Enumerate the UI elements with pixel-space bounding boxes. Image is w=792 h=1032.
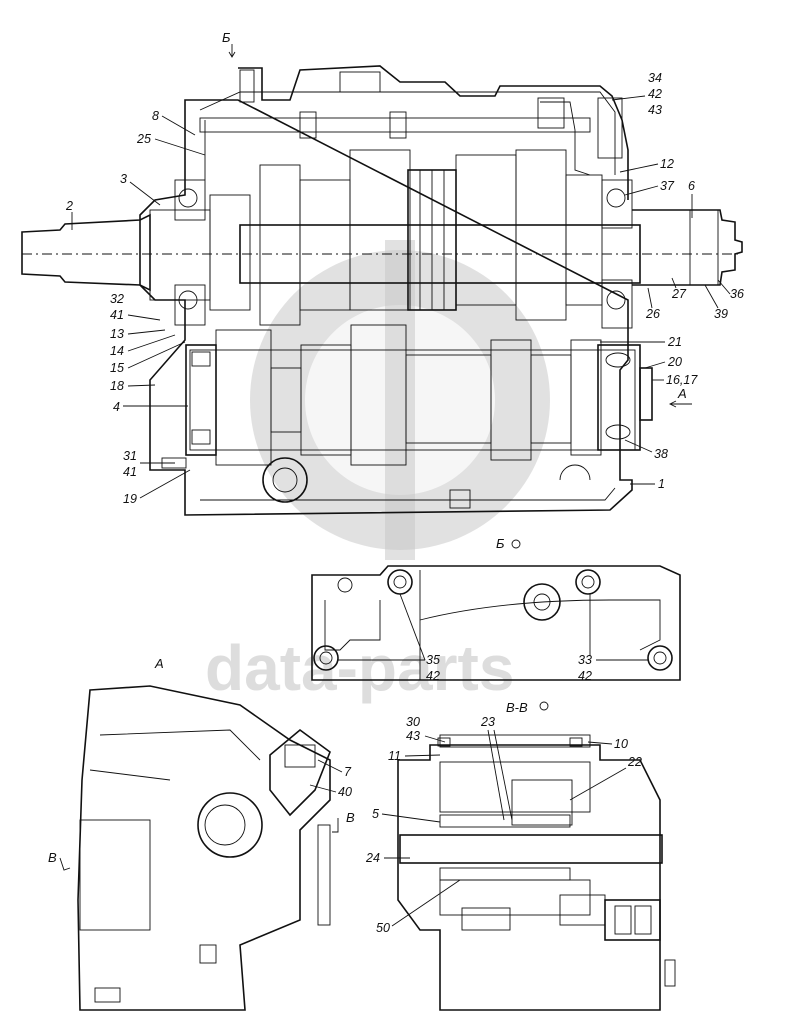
cut-mark-v-left: В	[48, 850, 57, 865]
section-mark-b: Б	[222, 30, 231, 45]
callout-1: 1	[658, 477, 665, 491]
main-section-view: Б	[21, 30, 744, 516]
callout-11: 11	[388, 749, 401, 763]
callout-19: 19	[123, 492, 137, 506]
main-shaft	[239, 149, 743, 329]
callout-7: 7	[344, 765, 352, 779]
callout-24: 24	[365, 851, 380, 865]
callout-2: 2	[65, 199, 73, 213]
callout-8: 8	[152, 109, 159, 123]
cut-mark-v-right: В	[346, 810, 355, 825]
input-shaft	[21, 179, 740, 326]
callout-3: 3	[120, 172, 127, 186]
view-b-title: Б	[496, 536, 505, 551]
callout-50: 50	[376, 921, 390, 935]
callout-27: 27	[671, 287, 687, 301]
watermark-text: data-parts	[205, 632, 514, 704]
callout-30: 30	[406, 715, 420, 729]
callout-26: 26	[645, 307, 660, 321]
callout-41: 41	[110, 308, 124, 322]
callout-42b: 42	[426, 669, 440, 683]
callout-12: 12	[660, 157, 674, 171]
callout-40: 40	[338, 785, 352, 799]
callout-37: 37	[660, 179, 675, 193]
callout-5: 5	[372, 807, 379, 821]
callout-16-17: 16,17	[666, 373, 698, 387]
callout-35: 35	[426, 653, 440, 667]
callout-13: 13	[110, 327, 124, 341]
callout-23: 23	[480, 715, 495, 729]
flange-outline	[311, 565, 681, 681]
callout-21: 21	[667, 335, 682, 349]
callout-15: 15	[110, 361, 124, 375]
section-vv-title: В-В	[506, 700, 528, 715]
countershaft	[185, 324, 653, 509]
callout-22: 22	[627, 755, 642, 769]
section-vv-outline	[397, 744, 661, 1011]
callout-32: 32	[110, 292, 124, 306]
callout-34: 34	[648, 71, 662, 85]
callout-18: 18	[110, 379, 124, 393]
callout-14: 14	[110, 344, 124, 358]
view-a-side: А 7 40 В В	[48, 656, 355, 1011]
view-a-title: А	[154, 656, 164, 671]
callout-43b: 43	[406, 729, 420, 743]
callout-38: 38	[654, 447, 668, 461]
view-b-flange: Б 35 42 33 42	[311, 536, 681, 683]
view-arrow-a: А	[677, 386, 687, 401]
callout-31: 31	[123, 449, 137, 463]
main-callouts: 34 42 43 8 25 12 37 6 3 2 32 41 13 14	[65, 71, 744, 506]
callout-33: 33	[578, 653, 592, 667]
callout-39: 39	[714, 307, 728, 321]
callout-10: 10	[614, 737, 628, 751]
callout-25: 25	[136, 132, 151, 146]
callout-20: 20	[667, 355, 682, 369]
callout-42: 42	[648, 87, 662, 101]
callout-6: 6	[688, 179, 695, 193]
watermark: data-parts	[205, 240, 550, 704]
callout-41b: 41	[123, 465, 137, 479]
callout-36: 36	[730, 287, 744, 301]
callout-4: 4	[113, 400, 120, 414]
section-vv: В-В 30 43 23 10 11 22 5 24 50	[365, 700, 676, 1011]
view-a-outline	[77, 685, 331, 1011]
callout-43: 43	[648, 103, 662, 117]
selector-rod	[199, 117, 591, 133]
callout-42c: 42	[578, 669, 592, 683]
